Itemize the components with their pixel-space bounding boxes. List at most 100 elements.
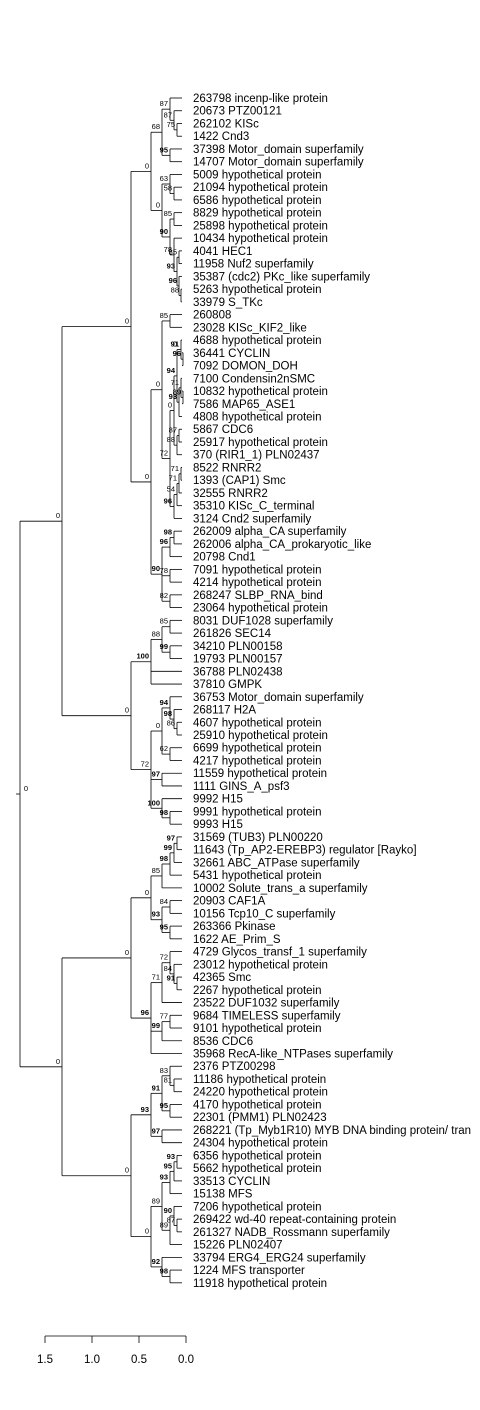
bootstrap-value: 93 (152, 910, 160, 919)
bootstrap-value: 85 (169, 247, 177, 256)
leaf-label: 4729 Glycos_transf_1 superfamily (193, 947, 367, 959)
leaf-label: 4214 hypothetical protein (193, 577, 322, 589)
bootstrap-value: 93 (141, 1105, 149, 1114)
leaf-label: 11186 hypothetical protein (193, 1074, 326, 1086)
leaf-label: 263366 Pkinase (193, 921, 275, 933)
bootstrap-value: 63 (160, 174, 168, 183)
bootstrap-value: 78 (164, 245, 172, 254)
bootstrap-value: 71 (152, 973, 160, 982)
leaf-label: 9991 hypothetical protein (193, 806, 322, 818)
bootstrap-value: 89 (160, 1220, 168, 1229)
bootstrap-value: 93 (167, 1152, 175, 1161)
bootstrap-value: 0 (125, 706, 129, 715)
leaf-label: 261826 SEC14 (193, 628, 272, 640)
leaf-label: 23012 hypothetical protein (193, 959, 328, 971)
bootstrap-value: 91 (167, 973, 175, 982)
bootstrap-value: 98 (164, 709, 172, 718)
bootstrap-value: 81 (164, 1075, 172, 1084)
leaf-label: 15138 MFS (193, 1189, 253, 1201)
bootstrap-value: 89 (173, 387, 181, 396)
leaf-label: 6356 hypothetical protein (193, 1150, 322, 1162)
leaf-label: 262102 KISc (193, 118, 259, 130)
leaf-label: 8536 CDC6 (193, 1036, 253, 1048)
bootstrap-value: 71 (169, 473, 177, 482)
leaf-label: 25898 hypothetical protein (193, 220, 328, 232)
axis-tick-label: 1.0 (84, 1354, 100, 1366)
bootstrap-value: 0 (173, 340, 177, 349)
leaf-label: 1111 GINS_A_psf3 (193, 781, 290, 793)
bootstrap-value: 98 (160, 808, 168, 817)
bootstrap-value: 78 (160, 566, 168, 575)
leaf-label: 36788 PLN02438 (193, 666, 283, 678)
leaf-label: 262009 alpha_CA superfamily (193, 526, 347, 538)
bootstrap-value: 85 (160, 311, 168, 320)
bootstrap-value: 0 (156, 200, 160, 209)
bootstrap-value: 84 (164, 964, 172, 973)
leaf-label: 11559 hypothetical protein (193, 768, 327, 780)
bootstrap-value: 89 (152, 1196, 160, 1205)
bootstrap-value: 68 (152, 122, 160, 131)
leaf-label: 14707 Motor_domain superfamily (193, 157, 364, 169)
bootstrap-value: 0 (156, 380, 160, 389)
leaf-label: 7206 hypothetical protein (193, 1201, 322, 1213)
bootstrap-value: 91 (171, 340, 179, 349)
bootstrap-labels: 7587879568586385858896937890008596910897… (24, 99, 181, 1275)
bootstrap-value: 85 (152, 866, 160, 875)
leaf-label: 268247 SLBP_RNA_bind (193, 590, 323, 602)
leaf-label: 5867 CDC6 (193, 424, 253, 436)
leaf-label: 21094 hypothetical protein (193, 182, 328, 194)
bootstrap-value: 0 (156, 721, 160, 730)
leaf-label: 25917 hypothetical protein (193, 437, 328, 449)
bootstrap-value: 72 (160, 449, 168, 458)
leaf-label: 4688 hypothetical protein (193, 335, 322, 347)
leaf-label: 1622 AE_Prim_S (193, 934, 281, 946)
leaf-label: 7586 MAP65_ASE1 (193, 399, 295, 411)
bootstrap-value: 96 (173, 349, 181, 358)
bootstrap-value: 0 (56, 511, 60, 520)
bootstrap-value: 88 (167, 435, 175, 444)
bootstrap-value: 95 (160, 145, 168, 154)
bootstrap-value: 94 (167, 366, 176, 375)
bootstrap-value: 0 (168, 401, 172, 410)
bootstrap-value: 72 (141, 760, 149, 769)
bootstrap-value: 100 (136, 652, 149, 661)
bootstrap-value: 62 (160, 744, 168, 753)
bootstrap-value: 90 (164, 1206, 172, 1215)
leaf-label: 33979 S_TKc (193, 297, 263, 309)
tree-edges (16, 97, 184, 1284)
leaf-label: 11643 (Tp_AP2-EREBP3) regulator [Rayko] (193, 845, 417, 857)
leaf-label: 23522 DUF1032 superfamily (193, 998, 340, 1010)
leaf-label: 33794 ERG4_ERG24 superfamily (193, 1252, 366, 1264)
bootstrap-value: 96 (169, 276, 177, 285)
leaf-label: 1224 MFS transporter (193, 1265, 305, 1277)
leaf-label: 263798 incenp-like protein (193, 93, 328, 105)
bootstrap-value: 97 (167, 833, 175, 842)
bootstrap-value: 75 (167, 120, 175, 129)
leaf-label: 5009 hypothetical protein (193, 169, 322, 181)
leaf-label: 37810 GMPK (193, 679, 262, 691)
leaf-label: 2376 PTZ00298 (193, 1061, 275, 1073)
bootstrap-value: 98 (160, 854, 168, 863)
leaf-label: 5431 hypothetical protein (193, 870, 322, 882)
leaf-label: 32555 RNRR2 (193, 488, 268, 500)
leaf-label: 11958 Nuf2 superfamily (193, 259, 314, 271)
leaf-label: 19793 PLN00157 (193, 654, 283, 666)
leaf-label: 3124 Cnd2 superfamily (193, 513, 312, 525)
bootstrap-value: 86 (167, 719, 175, 728)
bootstrap-value: 90 (160, 227, 168, 236)
leaf-label: 35310 KISc_C_terminal (193, 501, 314, 513)
leaf-label: 370 (RIR1_1) PLN02437 (193, 450, 320, 462)
bootstrap-value: 0 (145, 161, 149, 170)
leaf-label: 6586 hypothetical protein (193, 195, 322, 207)
leaf-label: 268221 (Tp_Myb1R10) MYB DNA binding prot… (193, 1125, 471, 1137)
leaf-label: 9993 H15 (193, 819, 243, 831)
leaf-label: 8829 hypothetical protein (193, 208, 322, 220)
bootstrap-value: 84 (160, 897, 168, 906)
bootstrap-value: 71 (171, 378, 179, 387)
leaf-label: 1393 (CAP1) Smc (193, 475, 286, 487)
leaf-label: 9684 TIMELESS superfamily (193, 1010, 341, 1022)
leaf-label: 36753 Motor_domain superfamily (193, 692, 364, 704)
leaf-label: 261327 NADB_Rossmann superfamily (193, 1227, 390, 1239)
bootstrap-value: 88 (171, 285, 179, 294)
